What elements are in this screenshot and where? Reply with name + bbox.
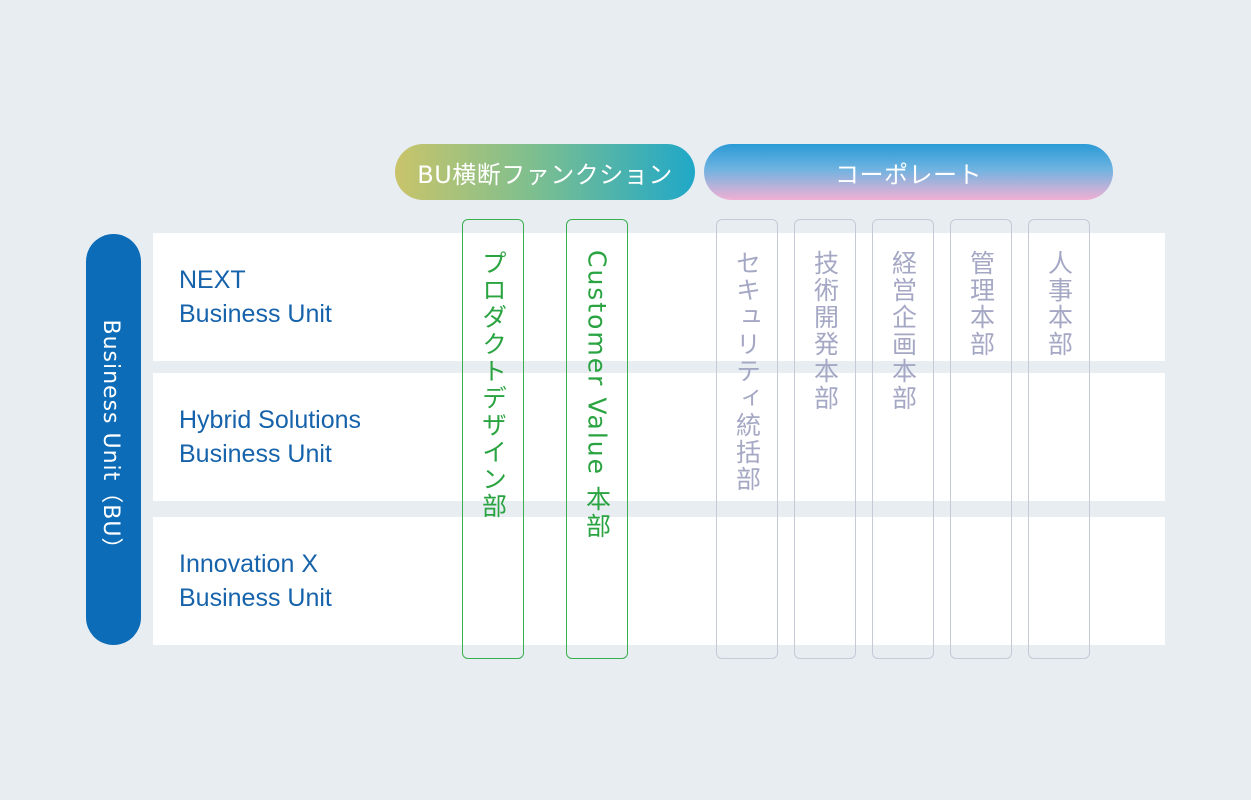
business-unit-row: Innovation X Business Unit: [153, 517, 1165, 645]
corporate-column-hr: 人事本部: [1028, 219, 1090, 659]
row-label-line2: Business Unit: [179, 584, 332, 612]
row-label-line1: Innovation X: [179, 550, 318, 578]
corporate-column-label: 人事本部: [1044, 250, 1074, 358]
corporate-column-admin: 管理本部: [950, 219, 1012, 659]
corporate-column-tech-dev: 技術開発本部: [794, 219, 856, 659]
corporate-label: コーポレート: [835, 160, 982, 189]
corporate-header: コーポレート: [704, 144, 1113, 200]
corporate-column-label: 経営企画本部: [888, 250, 918, 412]
function-column-label: Customer Value 本部: [582, 250, 612, 540]
function-column-customer-value: Customer Value 本部: [566, 219, 628, 659]
business-unit-axis-bar: [86, 234, 141, 645]
function-column-product-design: プロダクトデザイン部: [462, 219, 524, 659]
function-column-label: プロダクトデザイン部: [478, 250, 508, 520]
corporate-column-label: 技術開発本部: [810, 250, 840, 412]
corporate-column-label: 管理本部: [966, 250, 996, 358]
business-unit-axis-label: Business Unit（BU）: [98, 319, 123, 561]
corporate-column-planning: 経営企画本部: [872, 219, 934, 659]
corporate-column-security: セキュリティ統括部: [716, 219, 778, 659]
row-label-line1: NEXT: [179, 266, 246, 294]
business-unit-row: NEXT Business Unit: [153, 233, 1165, 361]
row-label: Hybrid Solutions Business Unit: [179, 403, 361, 471]
row-label-line1: Hybrid Solutions: [179, 406, 362, 434]
corporate-column-label: セキュリティ統括部: [732, 250, 762, 493]
bu-cross-function-header: BU横断ファンクション: [395, 144, 695, 200]
business-unit-row: Hybrid Solutions Business Unit: [153, 373, 1165, 501]
row-label: Innovation X Business Unit: [179, 547, 332, 615]
bu-cross-function-label: BU横断ファンクション: [417, 160, 673, 189]
row-label: NEXT Business Unit: [179, 263, 332, 331]
row-label-line2: Business Unit: [179, 440, 332, 468]
row-label-line2: Business Unit: [179, 300, 332, 328]
